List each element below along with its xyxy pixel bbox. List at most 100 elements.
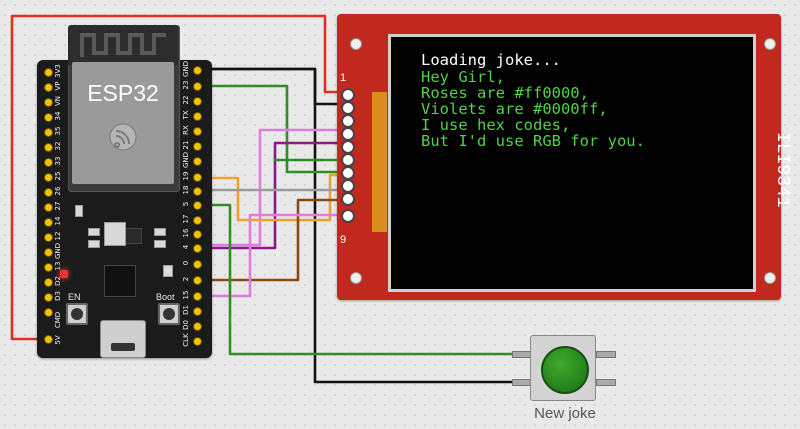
flex-ribbon bbox=[372, 92, 387, 232]
pin-14[interactable] bbox=[44, 218, 53, 227]
boot-label: Boot bbox=[156, 292, 175, 302]
smd-resistor bbox=[88, 240, 100, 248]
display-pin-sck[interactable] bbox=[341, 166, 355, 180]
pin-33[interactable] bbox=[44, 158, 53, 167]
pin-32[interactable] bbox=[44, 143, 53, 152]
pin-clk[interactable] bbox=[193, 337, 202, 346]
lcd-line: Hey Girl, bbox=[421, 68, 505, 86]
pin-rx[interactable] bbox=[193, 127, 202, 136]
display-pin-cs[interactable] bbox=[341, 114, 355, 128]
pin-3v3[interactable] bbox=[44, 68, 53, 77]
pin-0[interactable] bbox=[193, 260, 202, 269]
pin-tx[interactable] bbox=[193, 112, 202, 121]
usb-uart-chip bbox=[104, 265, 136, 297]
pin-gnd-right[interactable] bbox=[193, 66, 202, 75]
button-leg bbox=[596, 379, 616, 386]
wire-green-button[interactable] bbox=[194, 203, 526, 356]
en-label: EN bbox=[68, 292, 81, 302]
pin-35[interactable] bbox=[44, 128, 53, 137]
pin-26[interactable] bbox=[44, 188, 53, 197]
pin-vp[interactable] bbox=[44, 83, 53, 92]
pin-16[interactable] bbox=[193, 230, 202, 239]
pin-d0[interactable] bbox=[193, 322, 202, 331]
wire-pink-b[interactable] bbox=[194, 213, 349, 298]
pin-2[interactable] bbox=[193, 276, 202, 285]
display-pin-reset[interactable] bbox=[341, 127, 355, 141]
pin-17[interactable] bbox=[193, 216, 202, 225]
esp32-title: ESP32 bbox=[87, 80, 159, 106]
pin-18[interactable] bbox=[193, 187, 202, 196]
pin-5v[interactable] bbox=[44, 335, 53, 344]
lcd-line: Violets are #0000ff, bbox=[421, 100, 608, 118]
button-leg bbox=[512, 379, 532, 386]
pin-23[interactable] bbox=[193, 82, 202, 91]
pin-d2[interactable] bbox=[44, 278, 53, 287]
pin-13[interactable] bbox=[44, 263, 53, 272]
display-pin-gnd[interactable] bbox=[341, 101, 355, 115]
pin-cmd[interactable] bbox=[44, 308, 53, 317]
wire-purple[interactable] bbox=[194, 141, 349, 250]
smd-resistor bbox=[163, 265, 173, 277]
pin-34[interactable] bbox=[44, 113, 53, 122]
pin-vn[interactable] bbox=[44, 98, 53, 107]
pin-label: D3 bbox=[54, 291, 62, 301]
display-pin-led[interactable] bbox=[341, 179, 355, 193]
display-pin-dc[interactable] bbox=[341, 140, 355, 154]
pin-label: CMD bbox=[54, 311, 62, 329]
pin-d1[interactable] bbox=[193, 307, 202, 316]
lcd-line: Roses are #ff0000, bbox=[421, 84, 589, 102]
pin-gnd-right-2[interactable] bbox=[193, 157, 202, 166]
pin-gnd-left[interactable] bbox=[44, 248, 53, 257]
button-leg bbox=[596, 351, 616, 358]
en-button[interactable] bbox=[66, 303, 88, 325]
display-pin-mosi[interactable] bbox=[341, 153, 355, 167]
wire-gnd-button[interactable] bbox=[194, 67, 526, 384]
wire-vcc[interactable] bbox=[10, 14, 349, 341]
micro-usb-port[interactable] bbox=[100, 320, 146, 358]
lcd-line: I use hex codes, bbox=[421, 116, 571, 134]
pin-5[interactable] bbox=[193, 201, 202, 210]
pin-19[interactable] bbox=[193, 173, 202, 182]
pin-22[interactable] bbox=[193, 97, 202, 106]
pin-27[interactable] bbox=[44, 203, 53, 212]
mount-hole bbox=[764, 272, 776, 284]
lcd-screen: Loading joke... Hey Girl, Roses are #ff0… bbox=[388, 34, 756, 292]
lcd-line: But I'd use RGB for you. bbox=[421, 132, 645, 150]
pin-label: CLK bbox=[182, 333, 190, 347]
button-leg bbox=[512, 351, 532, 358]
wire-orange[interactable] bbox=[194, 173, 349, 222]
pin-d3[interactable] bbox=[44, 293, 53, 302]
antenna-trace-icon bbox=[80, 33, 166, 57]
mount-hole bbox=[350, 272, 362, 284]
pin-label: 5V bbox=[54, 335, 62, 345]
wire-brown[interactable] bbox=[194, 198, 349, 282]
pin-index-first: 1 bbox=[340, 72, 347, 84]
mount-hole bbox=[764, 38, 776, 50]
smd-resistor bbox=[88, 228, 100, 236]
display-pin-vcc[interactable] bbox=[341, 88, 355, 102]
display-pin-extra[interactable] bbox=[341, 209, 355, 223]
capacitor bbox=[104, 222, 126, 246]
pin-index-last: 9 bbox=[340, 234, 347, 246]
display-pin-miso[interactable] bbox=[341, 192, 355, 206]
mount-hole bbox=[350, 38, 362, 50]
pin-12[interactable] bbox=[44, 233, 53, 242]
smd-resistor bbox=[154, 228, 166, 236]
display-model-label: ILI9341 bbox=[772, 132, 792, 208]
rf-shield bbox=[72, 62, 174, 184]
pin-15[interactable] bbox=[193, 292, 202, 301]
antenna bbox=[68, 25, 178, 65]
pushbutton-cap[interactable] bbox=[541, 346, 589, 394]
pin-21[interactable] bbox=[193, 142, 202, 151]
wire-pink-a[interactable] bbox=[194, 128, 349, 247]
pushbutton-label: New joke bbox=[534, 405, 596, 422]
lcd-line: Loading joke... bbox=[421, 51, 561, 69]
power-led bbox=[60, 270, 68, 278]
espressif-logo-icon bbox=[109, 123, 137, 151]
boot-button[interactable] bbox=[158, 303, 180, 325]
smd-resistor bbox=[75, 205, 83, 217]
smd-resistor bbox=[154, 240, 166, 248]
pin-25[interactable] bbox=[44, 173, 53, 182]
pin-4[interactable] bbox=[193, 244, 202, 253]
